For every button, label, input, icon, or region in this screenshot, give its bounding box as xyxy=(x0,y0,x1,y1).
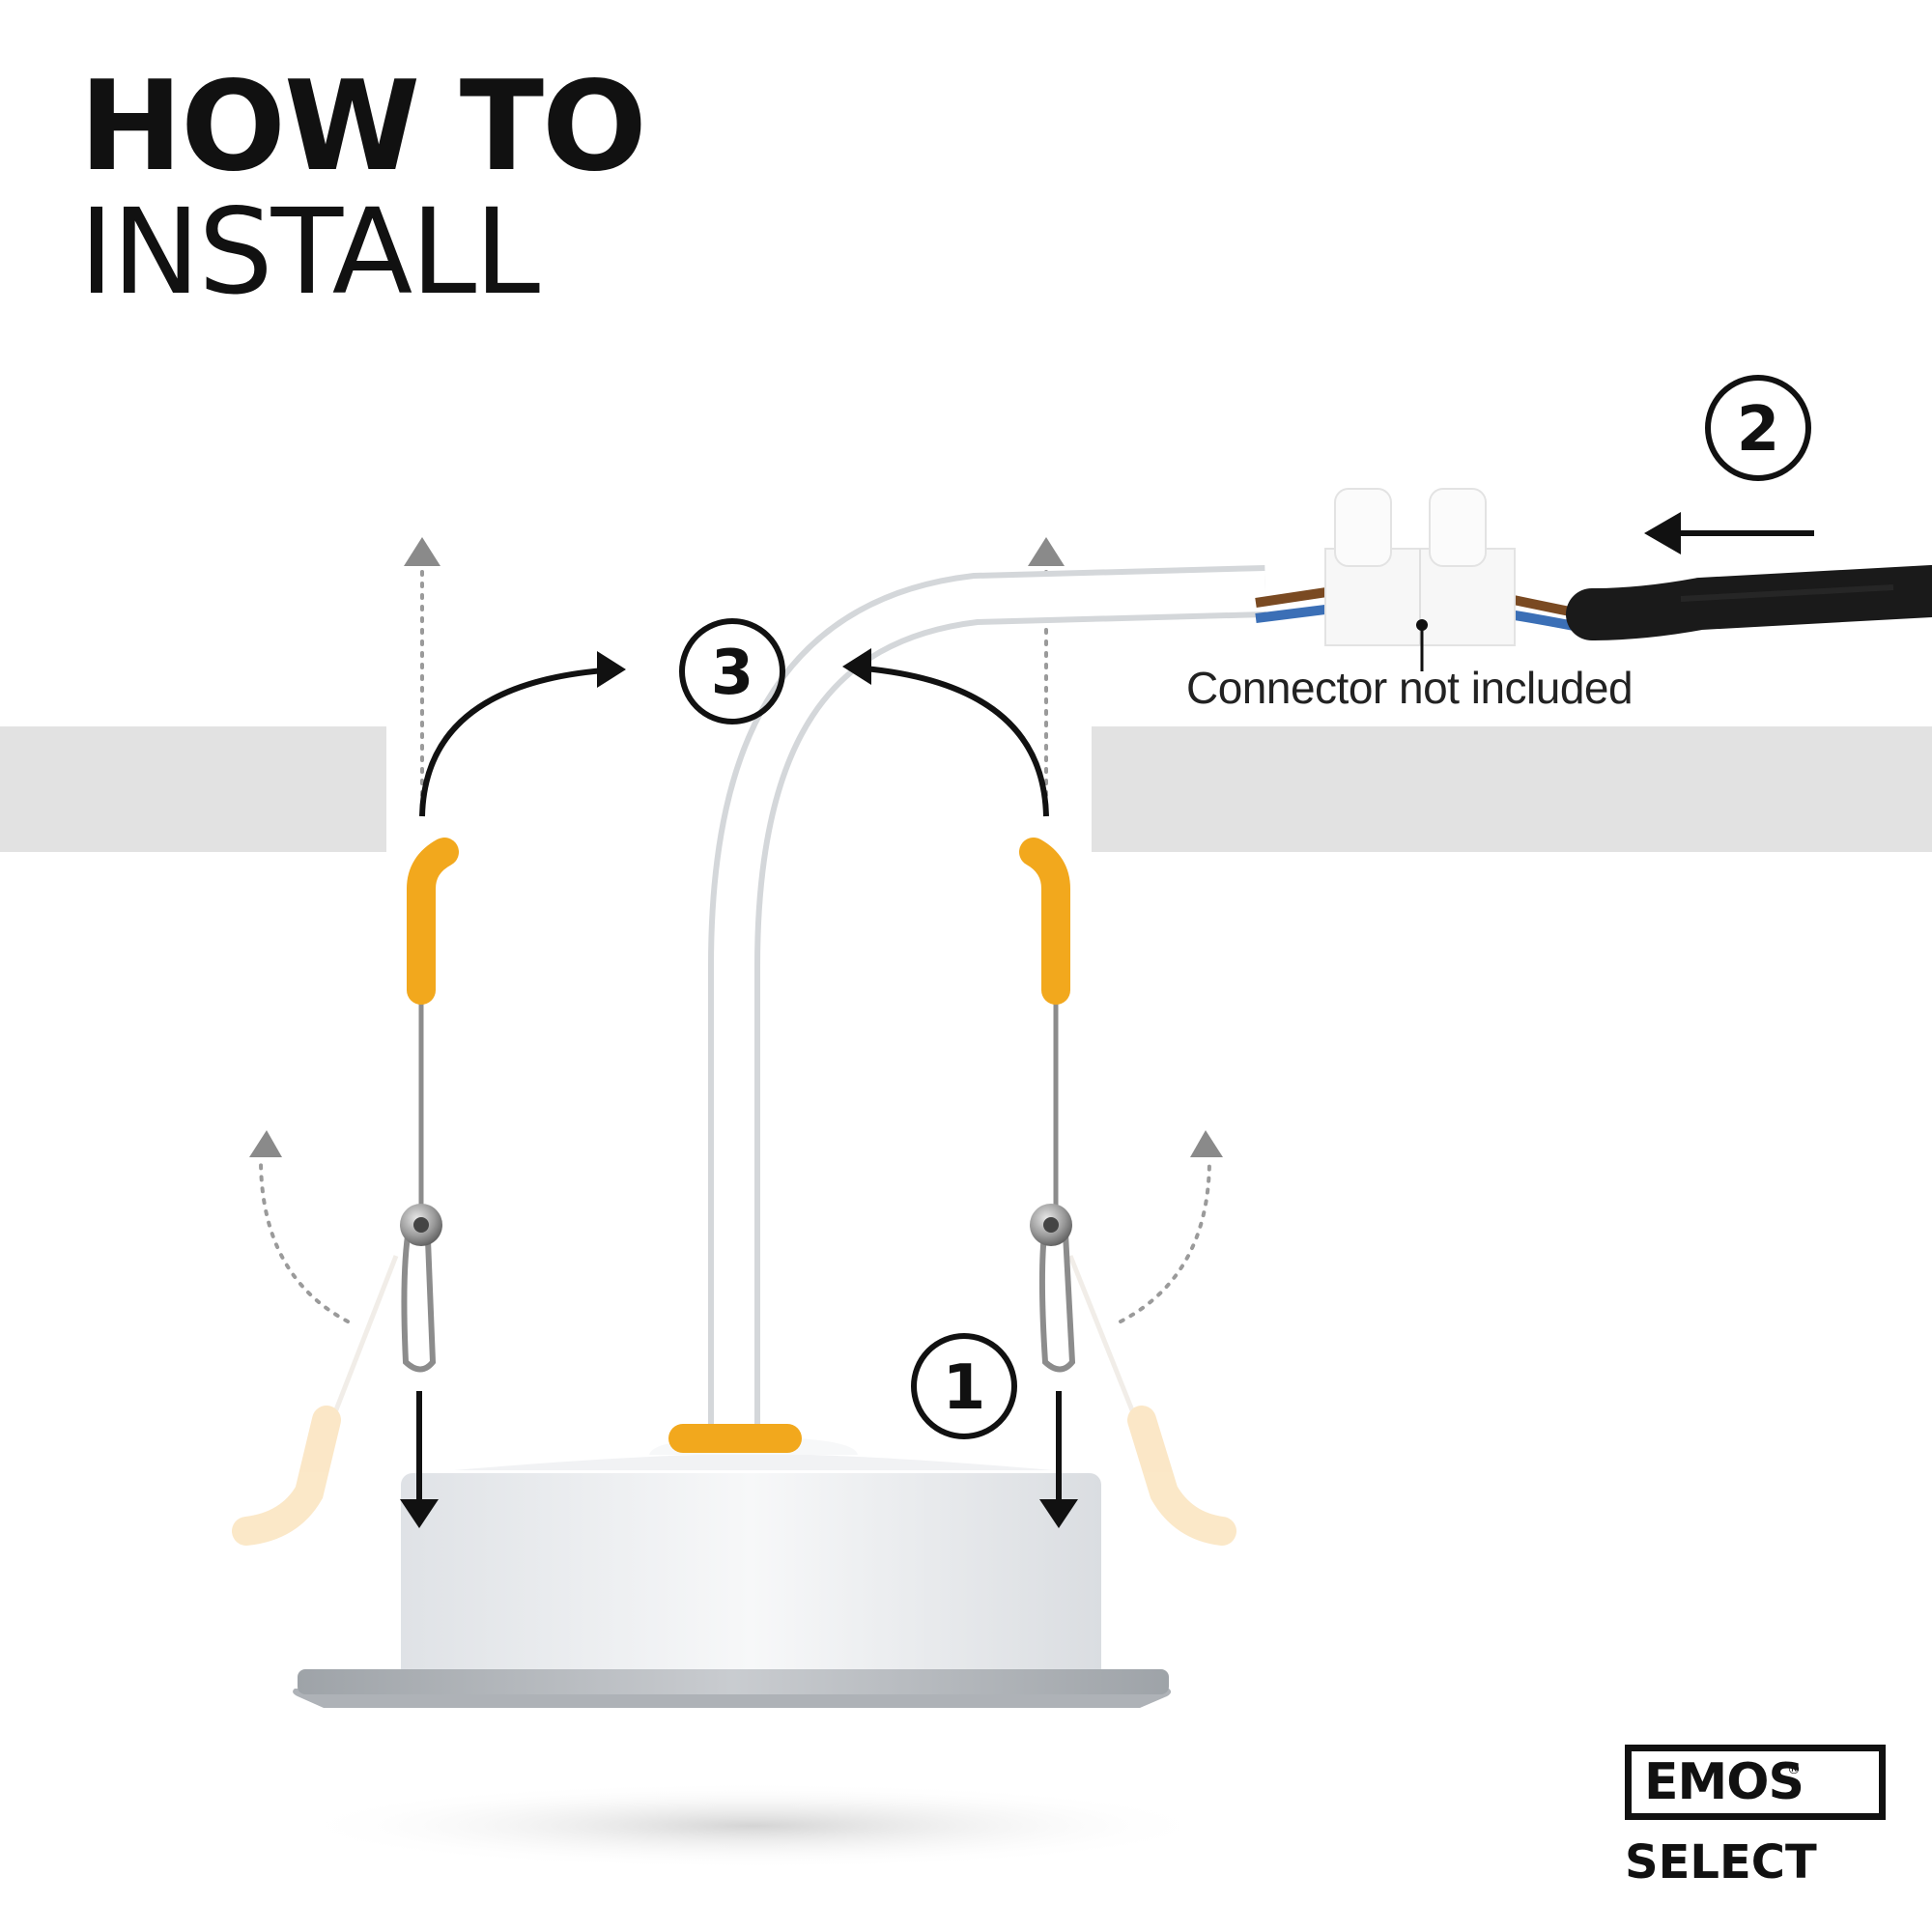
arrow-step-1-right xyxy=(1039,1391,1078,1528)
arrow-step-2 xyxy=(1644,512,1814,554)
step-1-circle xyxy=(911,1333,1017,1439)
step-1-label: 1 xyxy=(942,1352,986,1424)
arrow-step-3-right xyxy=(842,648,1049,817)
spring-clip-left-faded xyxy=(232,1255,399,1546)
ceiling-left xyxy=(0,726,386,852)
step-2-label: 2 xyxy=(1736,394,1780,466)
ceiling-right xyxy=(1092,726,1932,852)
mains-cable xyxy=(1566,565,1932,640)
wires-left xyxy=(1255,586,1334,623)
step-2-circle xyxy=(1705,375,1811,481)
connector-note: Connector not included xyxy=(1186,663,1634,713)
spring-clip-right xyxy=(1019,838,1076,1373)
spring-clip-left xyxy=(400,838,459,1373)
logo-registered-mark: ® xyxy=(1787,1762,1801,1777)
arrow-step-1-left xyxy=(400,1391,439,1528)
terminal-connector xyxy=(1324,488,1516,671)
title-install: INSTALL xyxy=(79,184,540,321)
step-3-label: 3 xyxy=(710,638,754,709)
guide-arrow-right-curve xyxy=(1119,1130,1223,1323)
spring-clip-right-faded xyxy=(1067,1255,1236,1546)
step-3-circle xyxy=(679,618,785,724)
guide-arrow-left-curve xyxy=(249,1130,350,1323)
arrow-step-3-left xyxy=(419,651,626,817)
guide-arrow-left-up xyxy=(404,537,440,809)
fixture-cable xyxy=(708,565,1266,1463)
logo-sub: SELECT xyxy=(1625,1835,1817,1889)
fixture-housing xyxy=(293,1424,1172,1708)
title-how-to: HOW TO xyxy=(79,55,647,199)
fixture-shadow xyxy=(290,1782,1217,1869)
logo-brand: EMOS xyxy=(1644,1753,1804,1811)
logo-frame xyxy=(1625,1745,1886,1820)
